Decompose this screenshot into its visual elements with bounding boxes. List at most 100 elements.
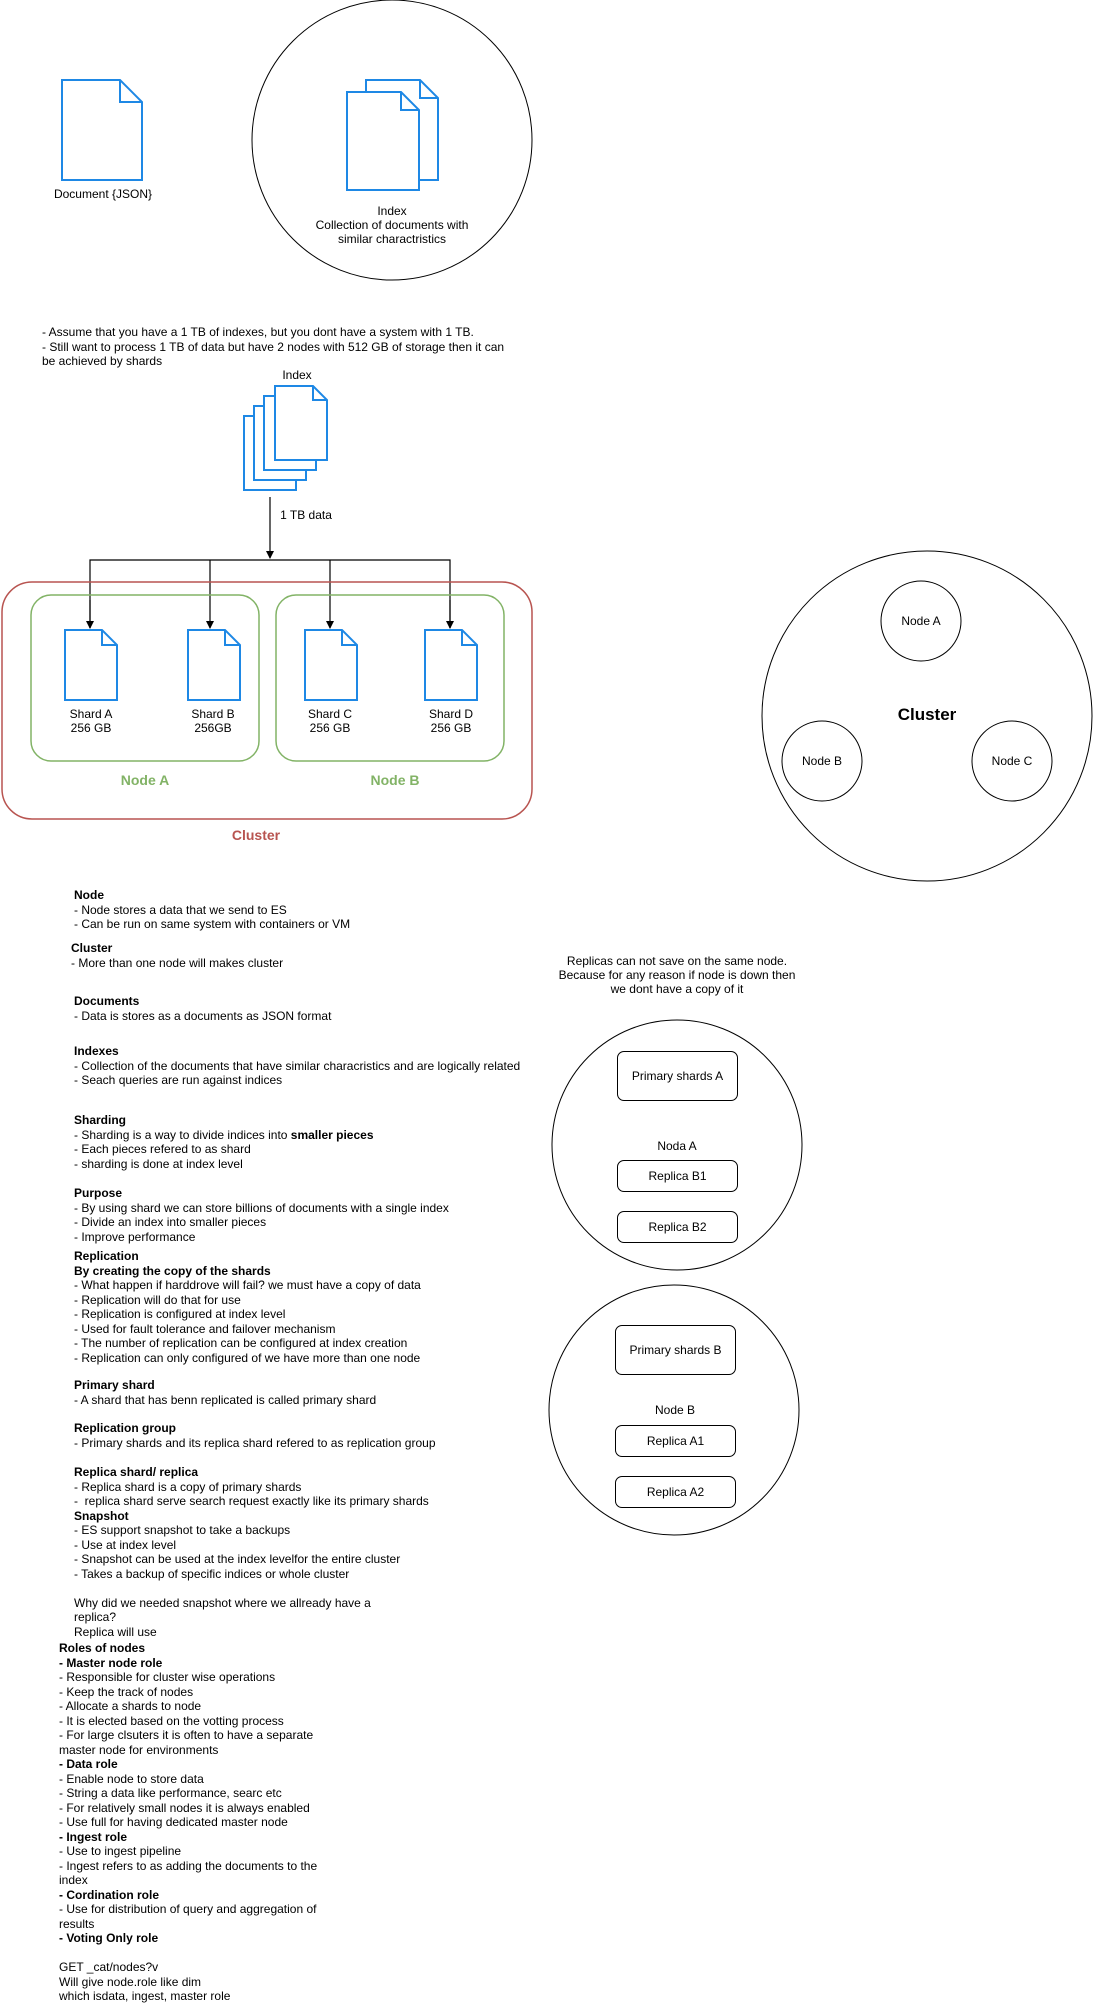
text-line: - Can be run on same system with contain… [74, 917, 351, 931]
replica-node-a-circle [551, 1019, 803, 1271]
node-a-box [30, 594, 260, 762]
text-line: - It is elected based on the votting pro… [59, 1713, 284, 1728]
text-line: - More than one node will makes cluster [71, 955, 284, 970]
text-part: - Sharding is a way to divide indices in… [74, 1127, 291, 1142]
intro-line: - Assume that you have a 1 TB of indexes… [42, 325, 474, 339]
shard-name: Shard D [428, 707, 474, 721]
cluster-node-label: Node B [801, 754, 843, 768]
heading: Replica shard/ replica [74, 1465, 199, 1479]
text-line: Will give node.role like dim [59, 1974, 202, 1989]
text-line: - Node stores a data that we send to ES [74, 902, 287, 917]
heading: Primary shard [74, 1378, 155, 1392]
shard-size: 256GB [194, 721, 232, 735]
text-line: - Keep the track of nodes [59, 1684, 194, 1699]
cluster-node-label: Node C [991, 754, 1033, 768]
text-line: - The number of replication can be confi… [74, 1336, 408, 1350]
text-bold: smaller pieces [290, 1127, 374, 1142]
primary-shard-a-box: Primary shards A [617, 1051, 738, 1101]
intro-line: - Still want to process 1 TB of data but… [42, 339, 505, 354]
cluster-node-c [971, 720, 1053, 802]
text-line: - Seach queries are run against indices [74, 1073, 283, 1087]
text-line: - Takes a backup of specific indices or … [74, 1566, 350, 1581]
node-b-box [275, 594, 505, 762]
glossary-purpose: Purpose - By using shard we can store bi… [74, 1186, 449, 1244]
glossary-cluster: Cluster - More than one node will makes … [71, 941, 283, 970]
text-line: - ES support snapshot to take a backups [74, 1523, 291, 1537]
shard-name: Shard B [191, 707, 235, 721]
text-line: - Primary shards and its replica shard r… [74, 1435, 436, 1450]
text-line: - Each pieces refered to as shard [74, 1142, 251, 1156]
text-line: - Ingest refers to as adding the documen… [59, 1858, 318, 1873]
text-line: - Collection of the documents that have … [74, 1058, 521, 1073]
text-line: - Replication can only configured of we … [74, 1350, 421, 1365]
glossary-indexes: Indexes - Collection of the documents th… [74, 1044, 520, 1088]
node-a-label: Node A [120, 772, 170, 788]
text-line: - sharding is done at index level [74, 1156, 243, 1171]
replica-note-2: Because for any reason if node is down t… [558, 968, 796, 982]
replica-a2-box: Replica A2 [615, 1476, 736, 1508]
document-icon [61, 79, 143, 181]
shard-size: 256 GB [70, 721, 112, 735]
text-line: - Enable node to store data [59, 1771, 204, 1786]
glossary-replication: Replication By creating the copy of the … [74, 1249, 421, 1365]
text-line: replica? [74, 1610, 117, 1624]
cluster-title: Cluster [897, 705, 957, 724]
distribution-arrows [86, 497, 454, 629]
glossary-replica: Replica shard/ replica - Replica shard i… [74, 1465, 429, 1639]
heading: Documents [74, 994, 140, 1008]
shard-a-icon [64, 629, 118, 701]
text-line: - Replica shard is a copy of primary sha… [74, 1479, 302, 1494]
text-line: - Replication will do that for use [74, 1292, 241, 1307]
roles-section: Roles of nodes - Master node role - Resp… [59, 1641, 317, 2004]
intro-notes: - Assume that you have a 1 TB of indexes… [42, 325, 504, 369]
heading: Indexes [74, 1044, 119, 1058]
shard-index-label: Index [282, 368, 312, 382]
text-line: - Used for fault tolerance and failover … [74, 1321, 336, 1336]
text-line: - For large clsuters it is often to have… [59, 1728, 314, 1742]
index-title: Index [377, 204, 407, 218]
subheading: - Cordination role [59, 1887, 159, 1902]
text-line: - By using shard we can store billions o… [74, 1200, 449, 1215]
heading: Replication group [74, 1421, 176, 1435]
text-line: index [59, 1873, 88, 1887]
subheading: - Data role [59, 1757, 118, 1771]
shard-size: 256 GB [309, 721, 351, 735]
glossary-primary: Primary shard - A shard that has benn re… [74, 1378, 376, 1407]
index-documents-icon [346, 79, 439, 191]
text-line: - Allocate a shards to node [59, 1699, 202, 1713]
heading: Roles of nodes [59, 1641, 146, 1655]
index-circle [251, 0, 533, 281]
node-b-label: Node B [370, 772, 420, 788]
cluster-node-a [880, 580, 962, 662]
text-line: - Responsible for cluster wise operation… [59, 1670, 276, 1684]
shard-size: 256 GB [430, 721, 472, 735]
shard-c-icon [304, 629, 358, 701]
spacer [74, 1581, 429, 1596]
text-line: which isdata, ingest, master role [59, 1989, 231, 2003]
subheading: By creating the copy of the shards [74, 1263, 271, 1278]
heading: Cluster [71, 941, 113, 955]
heading: Purpose [74, 1186, 123, 1200]
spacer [59, 1946, 317, 1961]
text-line: master node for environments [59, 1742, 219, 1757]
text-line: - Snapshot can be used at the index leve… [74, 1552, 401, 1566]
text-line: GET _cat/nodes?v [59, 1960, 159, 1974]
heading: Replication [74, 1249, 139, 1263]
text-line: - A shard that has benn replicated is ca… [74, 1392, 377, 1407]
replica-node-a-label: Noda A [657, 1139, 697, 1153]
text-line: Replica will use [74, 1624, 157, 1639]
text-line: - Data is stores as a documents as JSON … [74, 1008, 332, 1023]
text-line: - replica shard serve search request exa… [74, 1494, 429, 1508]
index-stack-icon [243, 385, 328, 491]
data-size-label: 1 TB data [280, 508, 332, 522]
cluster-node-b [781, 720, 863, 802]
primary-shard-b-box: Primary shards B [615, 1325, 736, 1375]
glossary-node: Node - Node stores a data that we send t… [74, 888, 350, 932]
text-line: - Improve performance [74, 1229, 196, 1244]
text-line: - Use at index level [74, 1537, 177, 1552]
replica-note-3: we dont have a copy of it [610, 982, 744, 996]
shard-d-icon [424, 629, 478, 701]
glossary-sharding: Sharding - Sharding is a way to divide i… [74, 1113, 374, 1171]
index-desc-1: Collection of documents with [315, 218, 469, 232]
